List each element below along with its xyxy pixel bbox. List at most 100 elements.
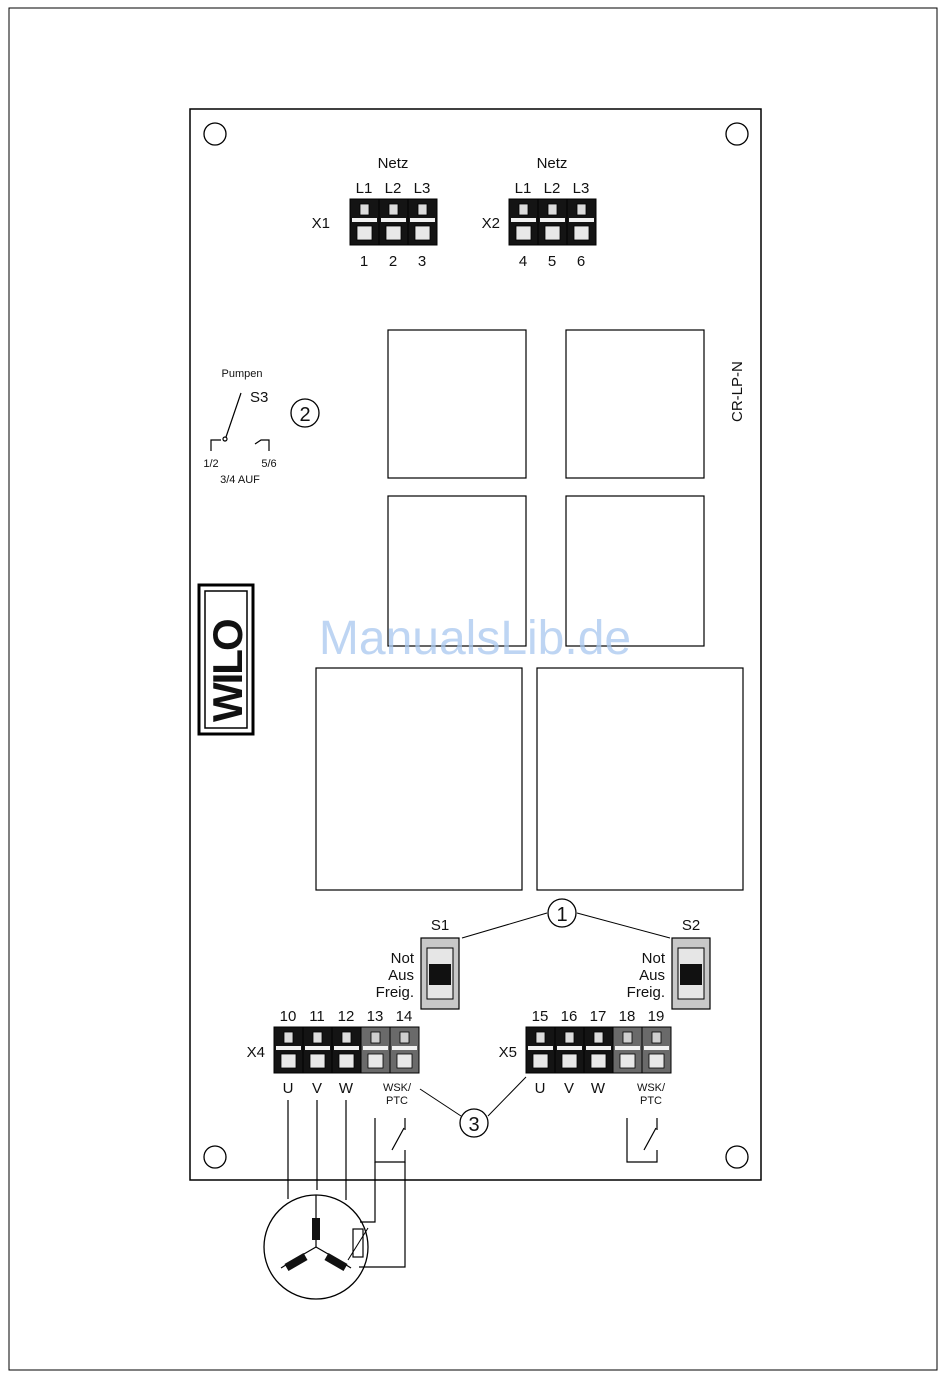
switch-s2: S2 Not Aus Freig.	[627, 917, 710, 1009]
x2-number-5: 5	[548, 253, 556, 270]
x1-terminal-blocks	[350, 199, 437, 245]
terminal-cell	[390, 1027, 419, 1073]
s1-line-1: Not	[391, 950, 415, 967]
terminal-cell	[584, 1027, 613, 1073]
x4-sensor-line-1: WSK/	[383, 1082, 412, 1094]
terminal-cell	[526, 1027, 555, 1073]
switch-s3: Pumpen S3 1/2 5/6 3/4 AUF	[203, 368, 276, 486]
terminal-cell	[274, 1027, 303, 1073]
x5-number-18: 18	[619, 1008, 636, 1025]
terminal-cell	[613, 1027, 642, 1073]
x5-phase-v: V	[564, 1080, 574, 1097]
terminal-cell	[538, 199, 567, 245]
x2-name: X2	[482, 215, 500, 232]
watermark: ManualsLib.de	[319, 612, 631, 665]
thermal-contact-icon	[375, 1118, 405, 1162]
x2-terminal-blocks	[509, 199, 596, 245]
x1-phase-l3: L3	[414, 180, 431, 197]
terminal-cell	[567, 199, 596, 245]
terminal-cell	[408, 199, 437, 245]
page-frame	[9, 8, 937, 1370]
x5-sensor-line-1: WSK/	[637, 1082, 666, 1094]
x2-phase-l3: L3	[573, 180, 590, 197]
x4-phase-w: W	[339, 1080, 354, 1097]
terminal-cell	[642, 1027, 671, 1073]
x4-name: X4	[247, 1044, 265, 1061]
x5-sensor-line-2: PTC	[640, 1095, 662, 1107]
components	[316, 330, 743, 890]
x2-number-6: 6	[577, 253, 585, 270]
s1-line-3: Freig.	[376, 984, 414, 1001]
s3-title: Pumpen	[222, 368, 263, 380]
x4-sensor-line-2: PTC	[386, 1095, 408, 1107]
callout-1: 1	[462, 899, 670, 938]
x4-number-13: 13	[367, 1008, 384, 1025]
relay-block	[566, 330, 704, 478]
callout-3: 3	[420, 1077, 526, 1137]
x5-phase-w: W	[591, 1080, 606, 1097]
callout-2-number: 2	[299, 404, 310, 426]
mounting-hole-icon	[204, 123, 226, 145]
x4-phase-v: V	[312, 1080, 322, 1097]
terminal-cell	[350, 199, 379, 245]
wilo-logo: WILO	[199, 585, 253, 734]
terminal-cell	[303, 1027, 332, 1073]
x1-phase-l2: L2	[385, 180, 402, 197]
terminal-x1: Netz L1 L2 L3 X1 1 2 3	[312, 155, 437, 270]
mounting-hole-icon	[204, 1146, 226, 1168]
terminal-cell	[361, 1027, 390, 1073]
x2-number-4: 4	[519, 253, 527, 270]
x1-number-3: 3	[418, 253, 426, 270]
s2-line-3: Freig.	[627, 984, 665, 1001]
callout-3-number: 3	[468, 1114, 479, 1136]
mounting-hole-icon	[726, 123, 748, 145]
x2-phase-l2: L2	[544, 180, 561, 197]
board-model: CR-LP-N	[729, 361, 746, 422]
motor-icon	[264, 1195, 368, 1299]
contactor-block	[537, 668, 743, 890]
motor-wiring	[288, 1100, 405, 1267]
x5-name: X5	[499, 1044, 517, 1061]
x5-number-19: 19	[648, 1008, 665, 1025]
switch-s1: S1 Not Aus Freig.	[376, 917, 459, 1009]
x5-terminal-blocks	[526, 1027, 671, 1073]
terminal-cell	[555, 1027, 584, 1073]
s2-name: S2	[682, 917, 700, 934]
terminal-x4: 10 11 12 13 14 X4 U V W WSK/ PTC	[247, 1008, 419, 1107]
contactor-block	[316, 668, 522, 890]
x4-number-11: 11	[309, 1008, 325, 1025]
x1-name: X1	[312, 215, 330, 232]
x5-phase-u: U	[535, 1080, 546, 1097]
callout-1-number: 1	[556, 904, 567, 926]
x1-phase-l1: L1	[356, 180, 373, 197]
x4-number-12: 12	[338, 1008, 355, 1025]
x5-number-16: 16	[561, 1008, 578, 1025]
thermal-contact-icon	[627, 1118, 657, 1162]
x4-phase-u: U	[283, 1080, 294, 1097]
x2-phase-l1: L1	[515, 180, 532, 197]
x4-number-10: 10	[280, 1008, 297, 1025]
x5-number-17: 17	[590, 1008, 607, 1025]
callout-2: 2	[291, 399, 319, 427]
s3-name: S3	[250, 389, 268, 406]
x2-group-label: Netz	[537, 155, 568, 172]
s3-bottom-label: 3/4 AUF	[220, 474, 260, 486]
terminal-cell	[509, 199, 538, 245]
s3-right-label: 5/6	[261, 458, 276, 470]
x4-terminal-blocks	[274, 1027, 419, 1073]
relay-block	[388, 330, 526, 478]
s3-left-label: 1/2	[203, 458, 218, 470]
mounting-hole-icon	[726, 1146, 748, 1168]
x4-number-14: 14	[396, 1008, 413, 1025]
x5-number-15: 15	[532, 1008, 549, 1025]
s1-line-2: Aus	[388, 967, 414, 984]
s2-line-2: Aus	[639, 967, 665, 984]
s1-name: S1	[431, 917, 449, 934]
terminal-x2: Netz L1 L2 L3 X2 4 5 6	[482, 155, 596, 270]
terminal-cell	[332, 1027, 361, 1073]
s2-line-1: Not	[642, 950, 666, 967]
x1-group-label: Netz	[378, 155, 409, 172]
terminal-x5: 15 16 17 18 19 X5 U V W WSK/ PTC	[499, 1008, 671, 1107]
x1-number-1: 1	[360, 253, 368, 270]
